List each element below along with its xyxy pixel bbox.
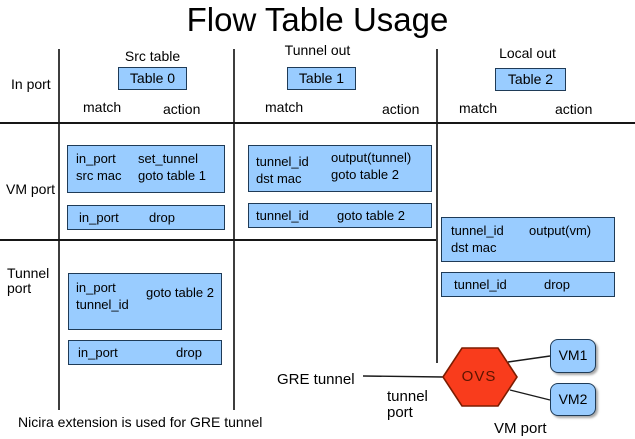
flow-entry-vmport-localout-2: tunnel_id drop xyxy=(441,272,615,297)
vm1-box: VM1 xyxy=(550,339,596,373)
col2-action-label: action xyxy=(382,101,420,117)
flow-entry-vmport-tunnelout-2: tunnel_id goto table 2 xyxy=(248,203,432,228)
column-header-src-table: Src table xyxy=(124,48,181,64)
ovs-diagram-canvas xyxy=(362,347,551,407)
grid-hline-header xyxy=(0,122,635,124)
row-label-vm-port: VM port xyxy=(6,181,56,197)
table2-box: Table 2 xyxy=(495,68,566,91)
col1-match-label: match xyxy=(83,99,122,115)
column-header-tunnel-out: Tunnel out xyxy=(284,42,351,58)
grid-vline-col1-col2 xyxy=(233,49,235,410)
page-title: Flow Table Usage xyxy=(186,1,449,38)
ovs-to-vm1-line xyxy=(507,355,551,363)
ovs-label: OVS xyxy=(461,368,497,385)
flow-entry-vmport-src-2: in_port drop xyxy=(67,205,225,230)
flow-entry-vmport-src-1: in_port src mac set_tunnel goto table 1 xyxy=(67,145,225,193)
grid-vline-col2-col3 xyxy=(436,49,438,363)
grid-hline-vmport-tunnelport xyxy=(0,239,436,241)
col3-match-label: match xyxy=(459,100,498,116)
gre-tunnel-connector-line xyxy=(362,375,444,378)
flow-entry-vmport-tunnelout-1: tunnel_id dst mac output(tunnel) goto ta… xyxy=(248,145,432,192)
vm-port-label: VM port xyxy=(494,420,547,437)
gre-tunnel-label: GRE tunnel xyxy=(277,371,355,388)
table0-box: Table 0 xyxy=(118,67,187,90)
col3-action-label: action xyxy=(555,101,593,117)
flow-entry-tunnelport-src-1: in_port tunnel_id goto table 2 xyxy=(68,273,222,330)
ovs-to-vm2-line xyxy=(509,389,551,401)
vm2-box: VM2 xyxy=(550,383,596,416)
row-label-in-port: In port xyxy=(11,76,51,92)
column-header-local-out: Local out xyxy=(499,45,556,61)
table1-box: Table 1 xyxy=(287,67,356,90)
flow-entry-vmport-localout-1: tunnel_id dst mac output(vm) xyxy=(441,217,615,262)
tunnel-port-label: tunnel port xyxy=(387,388,428,421)
nicira-note: Nicira extension is used for GRE tunnel xyxy=(18,414,263,430)
grid-vline-rowlabels xyxy=(58,49,60,410)
col1-action-label: action xyxy=(163,101,201,117)
flow-entry-tunnelport-src-2: in_port drop xyxy=(68,340,222,365)
row-label-tunnel-port: Tunnel port xyxy=(7,265,50,296)
col2-match-label: match xyxy=(265,99,304,115)
ovs-hexagon-icon xyxy=(442,347,518,407)
